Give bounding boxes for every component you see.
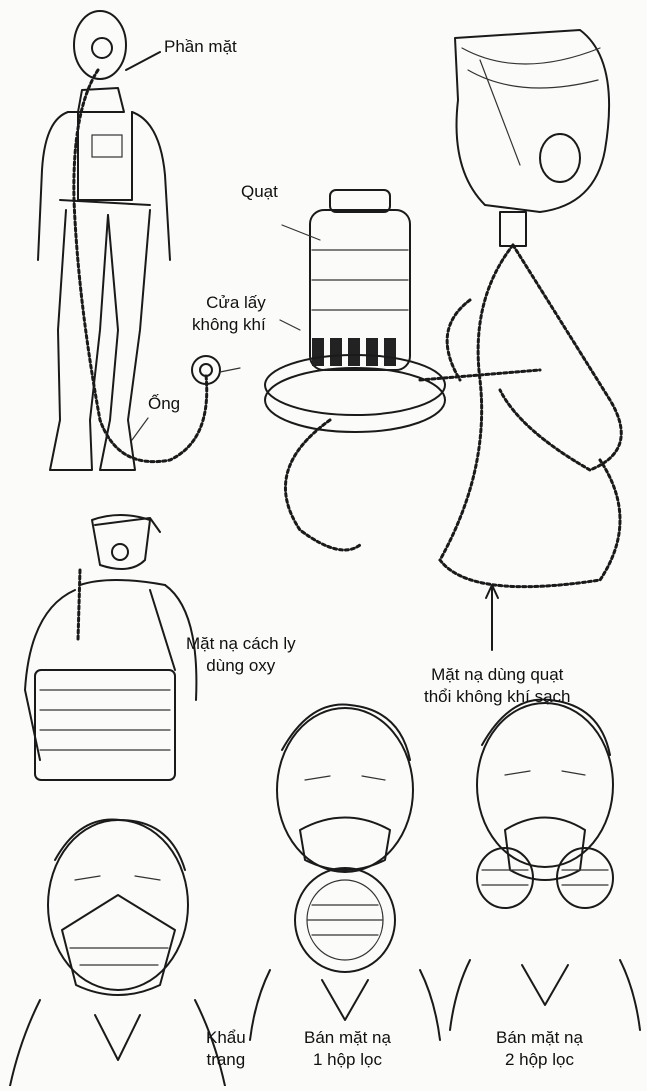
label-oxygen-mask: Mặt nạ cách ly dùng oxy: [186, 633, 296, 677]
label-oxygen-mask-line2: dùng oxy: [186, 655, 296, 677]
powered-air-mask-figure: [265, 30, 621, 650]
label-half-mask-two-line2: 2 hộp lọc: [496, 1049, 583, 1071]
label-tube-text: Ống: [148, 393, 180, 415]
half-mask-one-filter-figure: [250, 705, 440, 1040]
label-half-mask-two-line1: Bán mặt nạ: [496, 1027, 583, 1049]
label-oxygen-mask-line1: Mặt nạ cách ly: [186, 633, 296, 655]
label-face-part-text: Phần mặt: [164, 36, 237, 58]
label-half-mask-one: Bán mặt nạ 1 hộp lọc: [304, 1027, 391, 1071]
dust-mask-figure: [10, 820, 225, 1087]
hose-mask-figure: [38, 11, 240, 470]
label-air-inlet-line1: Cửa lấy: [168, 292, 266, 314]
half-mask-two-filters-figure: [450, 700, 640, 1030]
label-air-inlet-line2: không khí: [192, 314, 266, 336]
label-fan-mask: Mặt nạ dùng quạt thổi không khí sạch: [424, 664, 570, 708]
label-dust-mask: Khẩu trang: [206, 1027, 246, 1071]
label-half-mask-one-line1: Bán mặt nạ: [304, 1027, 391, 1049]
label-dust-mask-line2: trang: [206, 1049, 246, 1071]
label-fan-mask-line2: thổi không khí sạch: [424, 686, 570, 708]
label-tube: Ống: [148, 393, 180, 415]
label-fan-mask-line1: Mặt nạ dùng quạt: [424, 664, 570, 686]
label-fan-text: Quạt: [241, 181, 278, 203]
label-air-inlet: Cửa lấy không khí: [168, 292, 266, 336]
label-half-mask-one-line2: 1 hộp lọc: [304, 1049, 391, 1071]
label-dust-mask-line1: Khẩu: [206, 1027, 246, 1049]
oxygen-backpack-figure: [25, 515, 196, 780]
label-half-mask-two: Bán mặt nạ 2 hộp lọc: [496, 1027, 583, 1071]
label-fan: Quạt: [241, 181, 278, 203]
label-face-part: Phần mặt: [164, 36, 237, 58]
